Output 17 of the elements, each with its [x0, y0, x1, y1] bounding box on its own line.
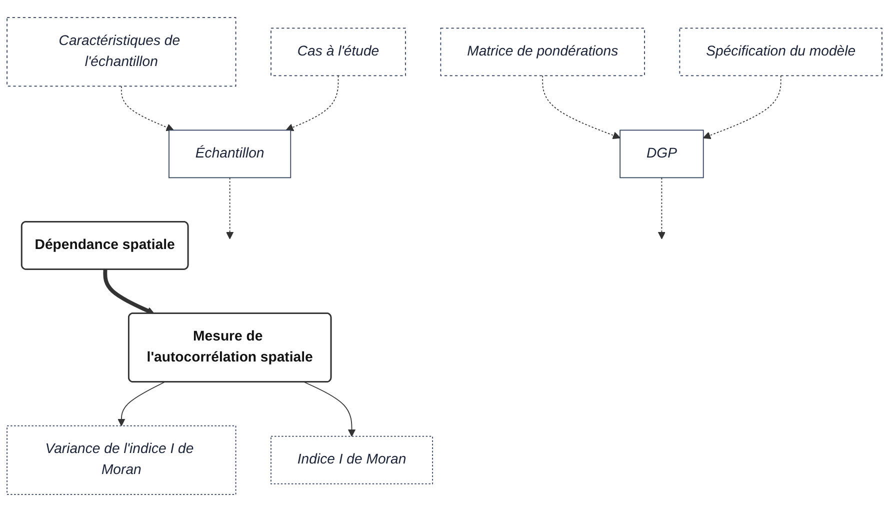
node-box: Variance de l'indice I de Moran [6, 425, 236, 495]
arrow [226, 177, 234, 240]
arrow [103, 270, 154, 314]
node-box: Indice I de Moran [270, 436, 433, 484]
arrow [703, 75, 782, 140]
node-box: Cas à l'étude [270, 28, 406, 76]
node-box: Spécification du modèle [679, 28, 882, 76]
arrow [658, 177, 666, 240]
arrow [120, 86, 174, 132]
node-box: Caractéristiques de l'échantillon [6, 17, 236, 87]
arrow [286, 75, 339, 132]
node-box: Matrice de pondérations [440, 28, 645, 76]
node-box: Échantillon [168, 130, 292, 178]
node-box: DGP [620, 130, 704, 178]
arrow [304, 382, 356, 437]
arrow [542, 75, 620, 140]
arrow [118, 382, 165, 426]
